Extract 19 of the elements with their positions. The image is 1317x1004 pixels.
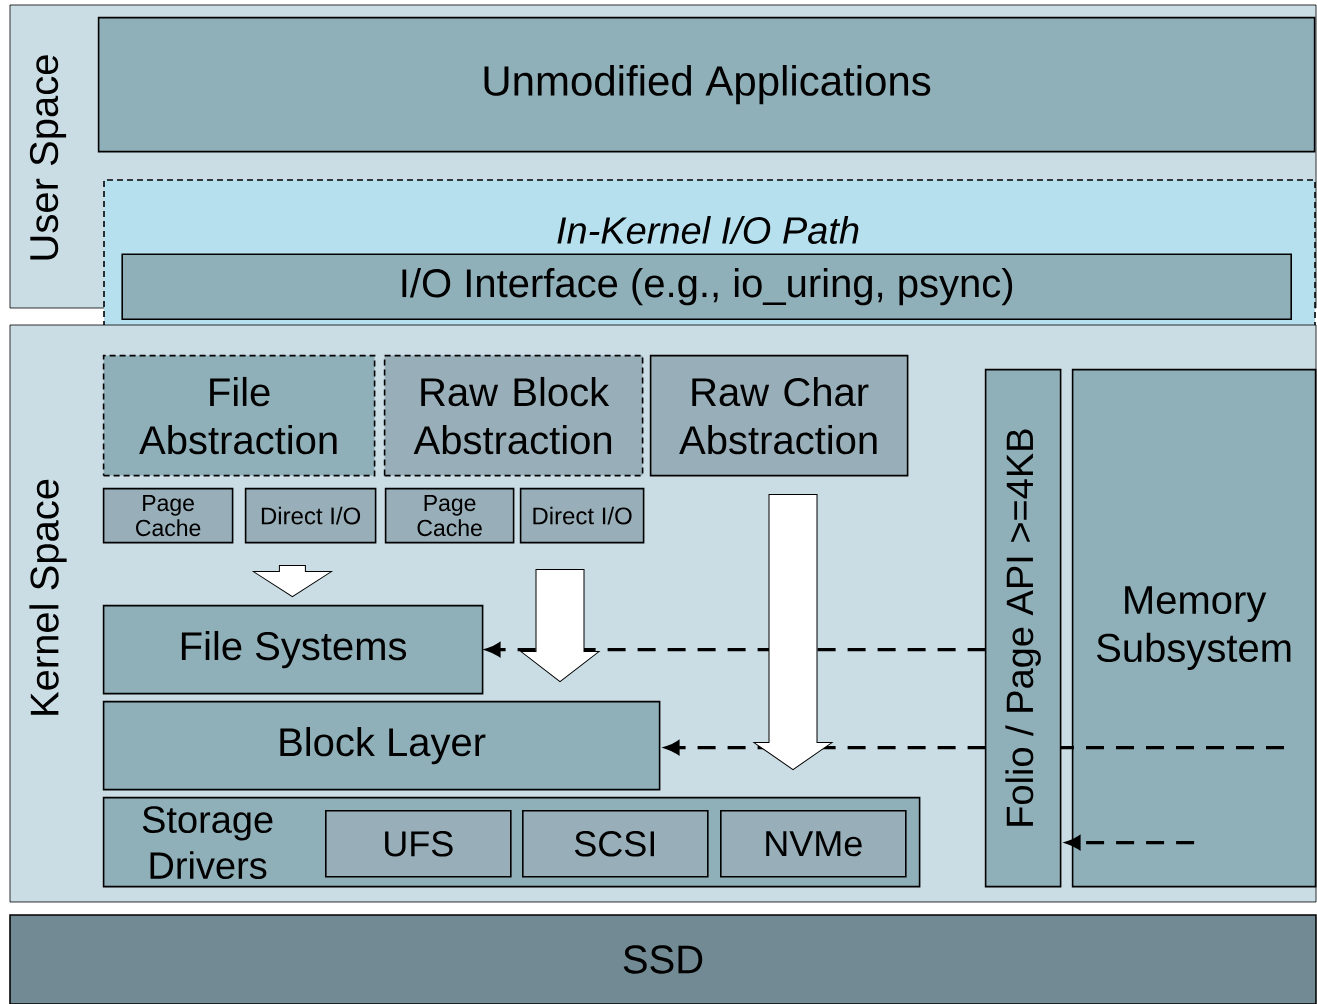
component-box: SCSI	[522, 810, 709, 878]
component-box: Page Cache	[384, 487, 515, 544]
component-box: Direct I/O	[519, 487, 645, 544]
component-box: Raw Char Abstraction	[649, 354, 909, 477]
layer-box: I/O Interface (e.g., io_uring, psync)	[121, 253, 1292, 320]
layer-band: SSD	[9, 914, 1317, 1004]
component-box: Page Cache	[102, 487, 234, 544]
component-box: Direct I/O	[244, 487, 377, 544]
api-box: Folio / Page API >=4KB	[984, 368, 1062, 888]
component-box: UFS	[325, 810, 512, 878]
layer-box: Unmodified Applications	[97, 16, 1316, 153]
dashed-box: File Abstraction	[102, 354, 376, 477]
layer-box: File Systems	[102, 604, 484, 695]
block-arrow	[520, 569, 600, 683]
block-arrow	[753, 494, 833, 771]
layer-box: Block Layer	[102, 700, 661, 791]
component-box: NVMe	[720, 810, 907, 878]
block-arrow	[252, 565, 332, 598]
dashed-box: Raw Block Abstraction	[383, 354, 644, 477]
